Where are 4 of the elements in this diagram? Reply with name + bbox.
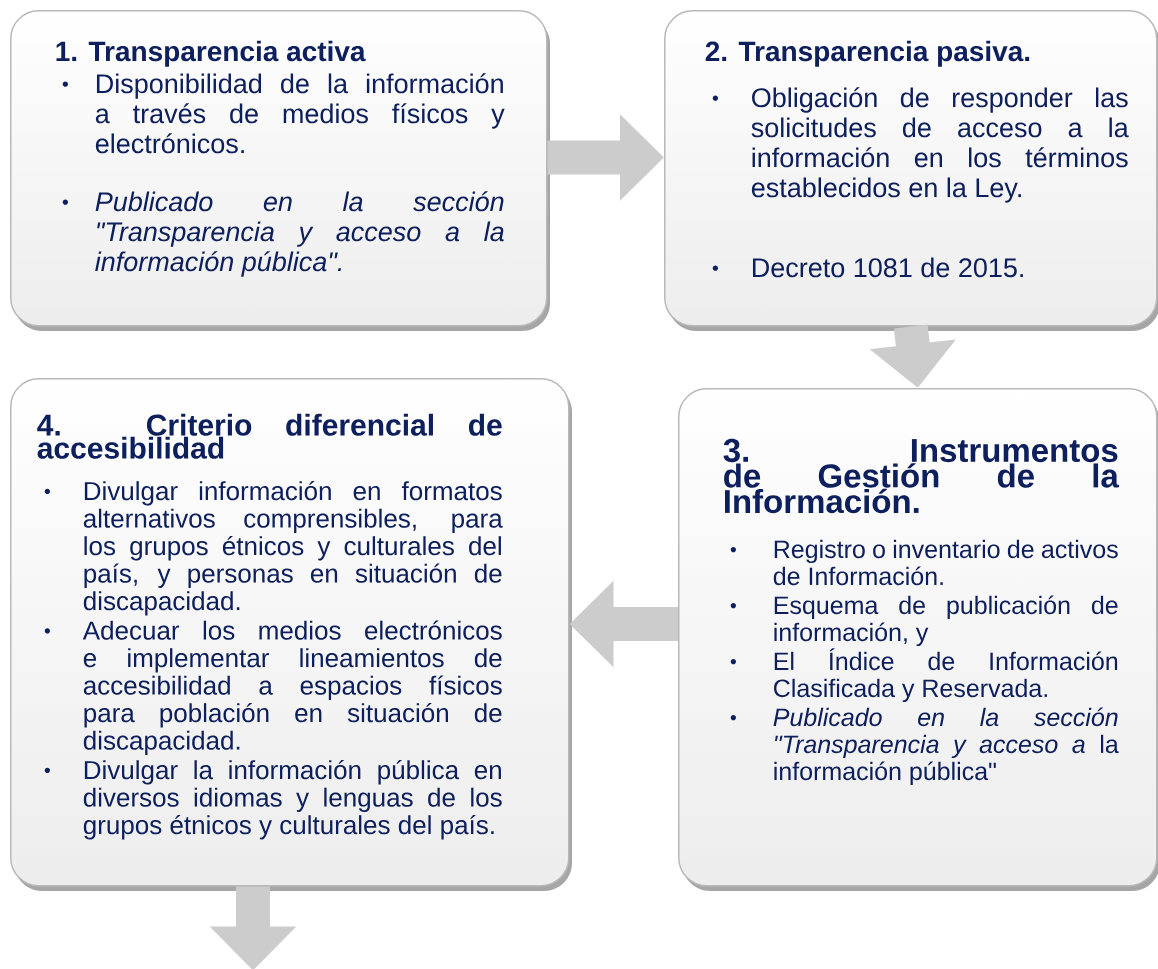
text-card: 3. Instrumentos de Gestión de la Información. Registro o inventario de activos de Información. Esquema de publicación de información, y El Índice de Información Clasificada y Reservada. Publicado en la sección "Transparencia y acceso a la información pública" <box>678 388 1158 891</box>
text-card: 4. Criterio diferencial de accesibilidad Divulgar información en formatos alternativos comprensibles, para los grupos étnicos y culturales del país, y personas en situación de discapacidad. Adecuar los medios electrónicos e implementar lineamientos de accesibilidad a espacios físicos para población en situación de discapacidad. Divulgar la información pública en diversos idiomas y lenguas de los grupos étnicos y culturales del país. <box>10 378 572 891</box>
text-card: 2. Transparencia pasiva. Obligación de responder las solicitudes de acceso a la información en los términos establecidos en la Ley. Decreto 1081 de 2015. <box>664 10 1158 331</box>
text-card: 1. Transparencia activa Disponibilidad de la información a través de medios físicos y electrónicos. Publicado en la sección "Transparencia y acceso a la información pública". <box>10 10 550 331</box>
